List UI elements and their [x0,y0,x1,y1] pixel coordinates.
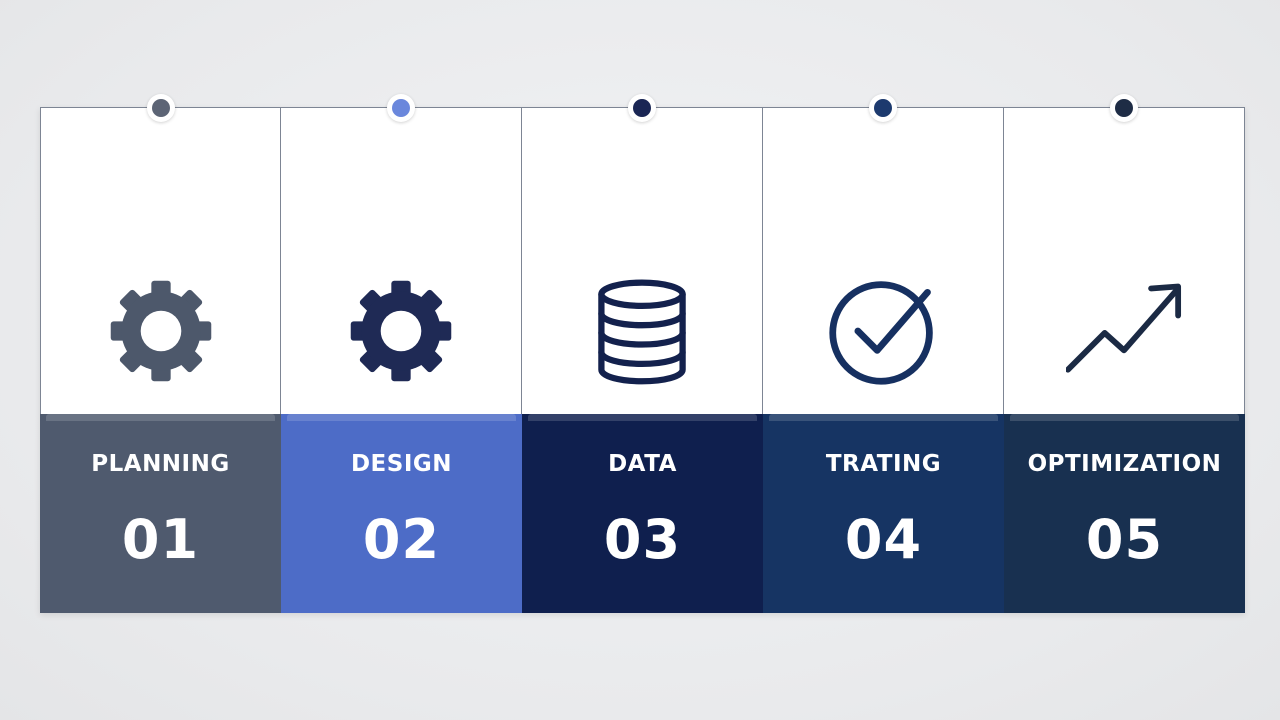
step-number: 04 [844,508,923,571]
step-card-top [40,94,281,414]
trend-up-icon [1004,273,1244,389]
pin-dot [151,99,170,117]
step-card-trating: TRATING 04 [763,94,1004,613]
step-card-bottom: PLANNING 01 [40,414,281,613]
step-label: OPTIMIZATION [1027,451,1222,477]
pin-dot [392,99,410,117]
pin-marker [628,94,656,122]
pin-marker [146,94,175,122]
step-card-top [1004,94,1245,414]
process-steps: PLANNING 01 [40,94,1245,613]
step-label: DESIGN [350,451,453,477]
step-card-bottom: TRATING 04 [763,414,1004,613]
step-card-bottom: OPTIMIZATION 05 [1004,414,1245,613]
pin-dot [633,99,651,117]
step-card-top [522,94,763,414]
pin-marker [1110,94,1138,122]
step-label: DATA [608,451,677,477]
step-card-bottom: DATA 03 [522,414,763,613]
pin-dot [1115,99,1133,117]
pin-dot [874,99,892,117]
database-icon [522,273,762,389]
gear-icon [41,273,280,389]
step-card-top [281,94,522,414]
step-card-bottom: DESIGN 02 [281,414,522,613]
step-card-optimization: OPTIMIZATION 05 [1004,94,1245,613]
step-number: 05 [1085,508,1164,571]
gear-icon [281,273,521,389]
step-number: 03 [603,508,682,571]
step-card-data: DATA 03 [522,94,763,613]
step-number: 01 [121,508,200,571]
step-number: 02 [362,508,441,571]
step-label: PLANNING [91,451,230,477]
step-card-planning: PLANNING 01 [40,94,281,613]
step-card-top [763,94,1004,414]
pin-marker [387,94,415,122]
step-card-design: DESIGN 02 [281,94,522,613]
step-label: TRATING [825,451,942,477]
pin-marker [869,94,897,122]
check-circle-icon [763,273,1003,389]
